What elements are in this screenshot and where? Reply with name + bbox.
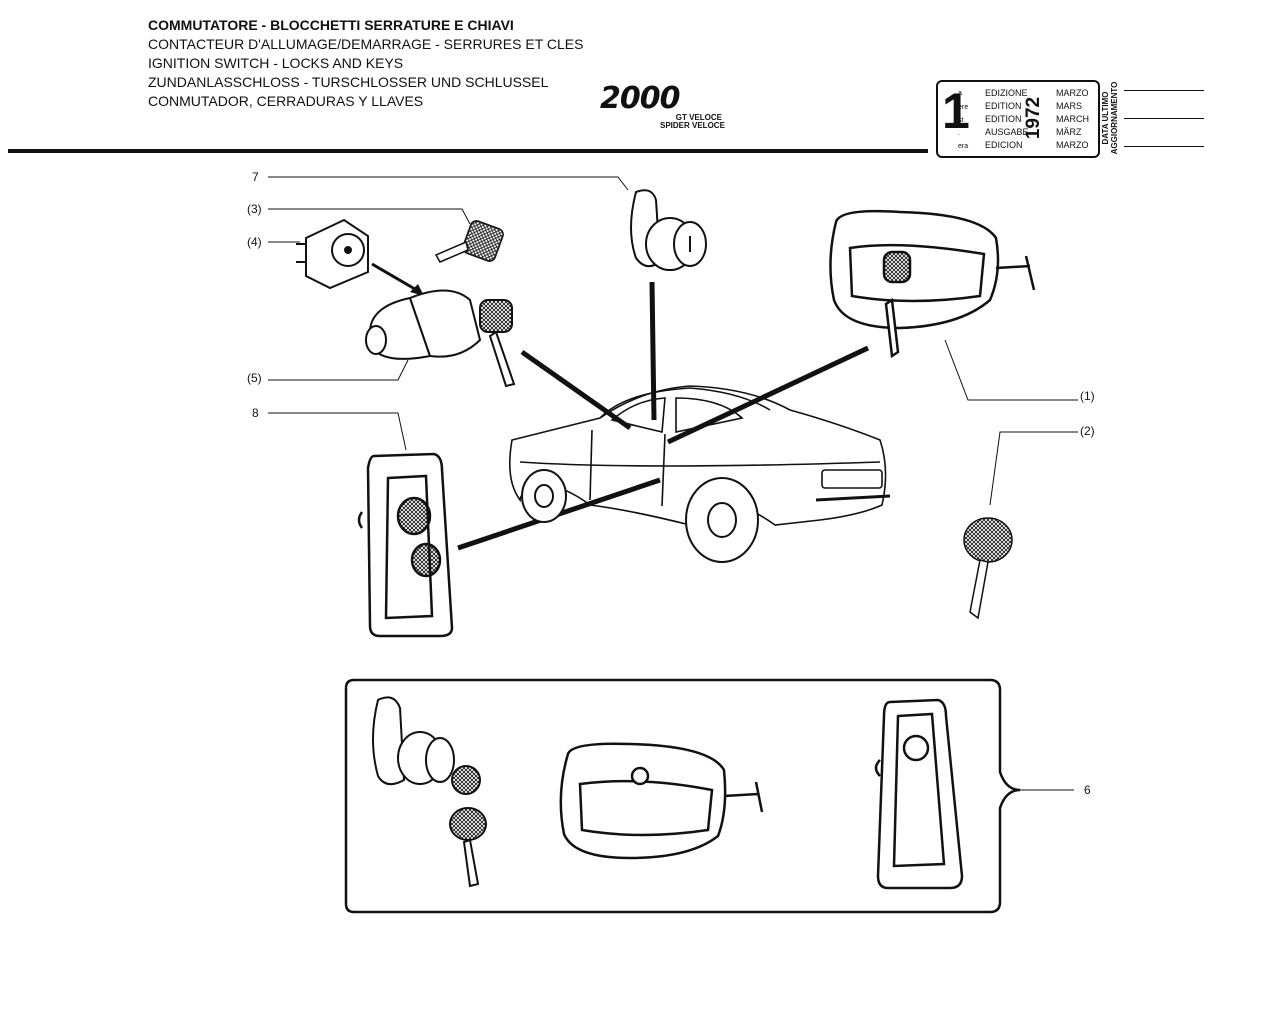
car-bumper	[815, 494, 891, 502]
car-rear-hub	[707, 502, 737, 538]
edition-label: AUSGABE	[985, 127, 1029, 137]
update-line	[1124, 146, 1204, 147]
logo-sub-spider: SPIDER VELOCE	[660, 121, 725, 130]
edition-label: EDIZIONE	[985, 88, 1028, 98]
leader-7	[268, 176, 629, 191]
edition-month: MARZO	[1056, 88, 1089, 98]
model-logo: 2000 GT VELOCE SPIDER VELOCE	[600, 81, 725, 130]
leader-lines	[268, 176, 1078, 506]
callout-6: 6	[1084, 783, 1091, 797]
edition-suffix: ère	[958, 104, 969, 111]
set6-vertical-handle	[874, 698, 964, 890]
car-door	[589, 429, 666, 507]
edition-suffix: .	[958, 130, 960, 137]
logo-2000: 2000	[600, 81, 680, 116]
edition-box: 1 a ère st . era EDIZIONE EDITION EDITIO…	[936, 80, 1100, 158]
edition-suffix: era	[958, 143, 969, 150]
title-german: ZUNDANLASSCHLOSS - TURSCHLOSSER UND SCHL…	[148, 74, 549, 90]
title-english: IGNITION SWITCH - LOCKS AND KEYS	[148, 55, 404, 71]
car-window	[610, 397, 666, 433]
car-wheels	[521, 469, 759, 563]
edition-month: MÄRZ	[1056, 127, 1082, 137]
callout-2: (2)	[1080, 424, 1095, 438]
edition-label: EDITION	[985, 101, 1022, 111]
leader-2	[989, 431, 1078, 506]
callout-1: (1)	[1080, 389, 1095, 403]
set6-handle	[559, 742, 764, 860]
arrow-switch5	[520, 349, 632, 431]
car-window-rear	[675, 397, 744, 433]
callout-3: (3)	[247, 202, 262, 216]
handle-part-8	[357, 452, 454, 638]
leader-8	[268, 412, 407, 451]
car-roof	[599, 387, 771, 419]
logo-subtitle: GT VELOCE SPIDER VELOCE	[660, 113, 725, 130]
title-italian: COMMUTATORE - BLOCCHETTI SERRATURE E CHI…	[148, 17, 514, 33]
switch-part-4	[296, 218, 369, 290]
set6-lock	[372, 696, 487, 888]
set-6-frame	[344, 678, 1021, 914]
logo-sub-gt: GT VELOCE	[675, 113, 722, 122]
car-taillights	[821, 469, 883, 489]
header-titles: COMMUTATORE - BLOCCHETTI SERRATURE E CHI…	[148, 16, 583, 111]
title-french: CONTACTEUR D'ALLUMAGE/DEMARRAGE - SERRUR…	[148, 36, 584, 52]
key-part-2	[963, 517, 1013, 620]
edition-label: EDITION	[985, 114, 1022, 124]
edition-month: MARZO	[1056, 140, 1089, 150]
edition-month: MARS	[1056, 101, 1083, 111]
edition-label: EDICION	[985, 140, 1023, 150]
lock-part-7	[630, 189, 707, 271]
header-rule	[8, 149, 928, 153]
edition-month: MARCH	[1056, 114, 1089, 124]
edition-suffix: a	[958, 90, 962, 97]
key-part-3	[434, 220, 504, 263]
edition-suffix: st	[958, 117, 964, 124]
callout-8: 8	[252, 406, 259, 420]
car-front-hub	[534, 484, 554, 508]
callout-5: (5)	[247, 371, 262, 385]
arrow-head	[410, 284, 424, 296]
leader-5	[268, 359, 409, 381]
leader-3	[268, 208, 471, 225]
leader-1	[944, 339, 1078, 401]
car-side-line	[519, 461, 881, 467]
arrow-switch4	[371, 262, 421, 294]
callout-7: 7	[252, 170, 259, 184]
edition-number: 1	[942, 83, 970, 139]
switch-part-5	[365, 289, 516, 388]
update-line	[1124, 118, 1204, 119]
update-line	[1124, 90, 1204, 91]
title-spanish: CONMUTADOR, CERRADURAS Y LLAVES	[148, 93, 424, 109]
arrow-lock7	[649, 281, 657, 421]
handle-part-1	[829, 209, 1036, 359]
callout-4: (4)	[247, 235, 262, 249]
